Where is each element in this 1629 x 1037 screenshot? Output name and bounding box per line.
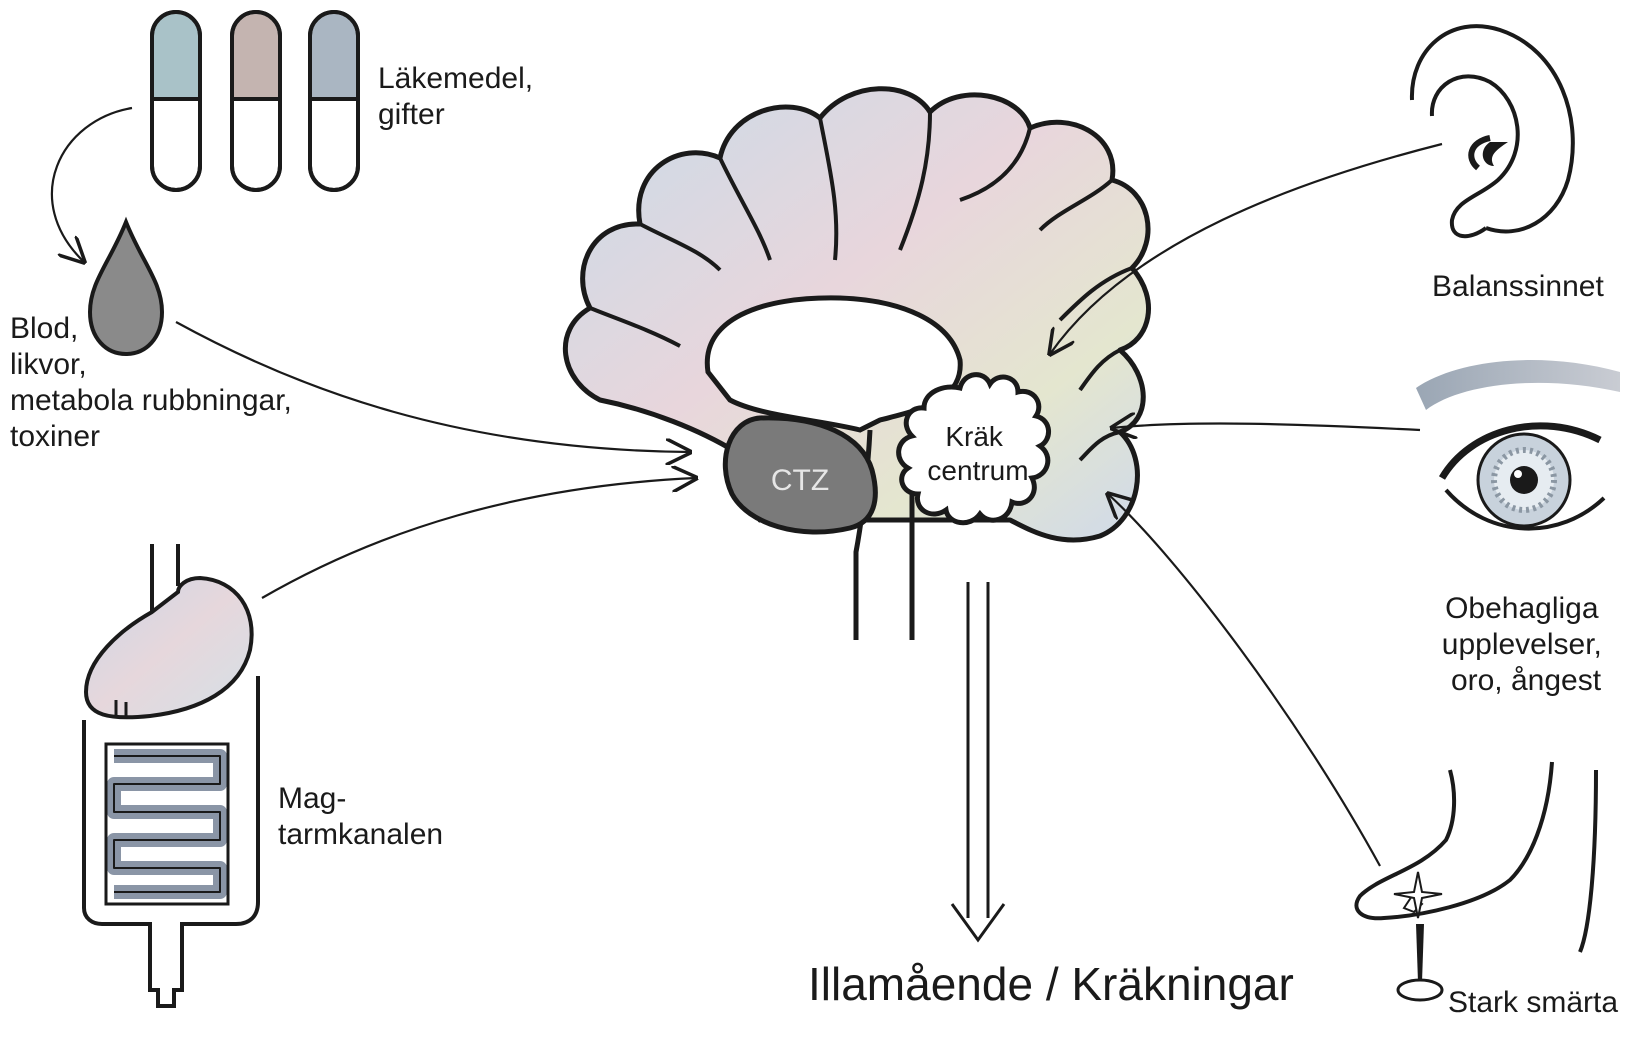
ctz-label: CTZ [771, 464, 829, 497]
balance-label: Balanssinnet [1432, 270, 1604, 303]
unpleasant-label: Obehagliga upplevelser, oro, ångest [1442, 592, 1610, 697]
foot-icon [1356, 762, 1596, 952]
capsule-icon [152, 12, 200, 190]
stomach-intestine-icon [84, 544, 258, 1006]
capsule-icon [232, 12, 280, 190]
drugs-label: Läkemedel, gifter [378, 62, 541, 131]
pain-label: Stark smärta [1448, 986, 1618, 1019]
drop-icon [90, 222, 162, 354]
arrow-pain-to-center [1108, 494, 1380, 866]
brain-icon [565, 89, 1148, 640]
gi-label: Mag- tarmkanalen [278, 782, 443, 851]
pin-icon [1398, 924, 1442, 1000]
capsule-icon [310, 12, 358, 190]
outcome-label: Illamående / Kräkningar [808, 958, 1294, 1010]
outcome-arrow [952, 582, 1004, 940]
capsules-group [152, 12, 358, 190]
arrow-unpleasant-to-center [1112, 424, 1420, 430]
ear-icon [1412, 26, 1573, 236]
arrow-gi-to-ctz [262, 478, 696, 598]
eye-icon [1416, 360, 1620, 529]
